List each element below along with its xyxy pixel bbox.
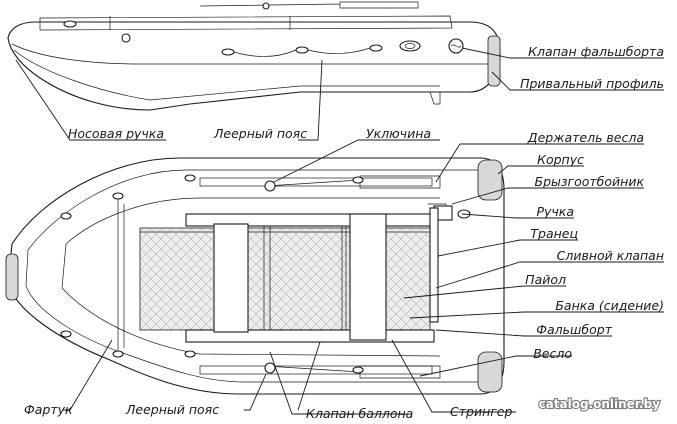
leader-lines: [15, 47, 664, 415]
transom: [429, 207, 439, 323]
bench-right: [349, 213, 387, 341]
label-fender-profile: Привальный профиль: [520, 76, 664, 91]
label-tube-valve: Клапан баллона: [306, 406, 413, 421]
top-view: [5, 157, 505, 395]
label-floor: Пайол: [525, 272, 566, 287]
label-oarlock: Уключина: [366, 126, 431, 141]
bench-left: [213, 223, 249, 333]
watermark: catalog.onliner.by: [539, 397, 661, 411]
label-gunwale: Фальшборт: [536, 322, 613, 337]
label-oar-holder: Держатель весла: [527, 130, 644, 145]
label-handle: Ручка: [536, 204, 574, 219]
stern-cones: [477, 159, 503, 393]
label-gunwale-valve: Клапан фальшборта: [528, 44, 664, 59]
label-spray-deflector: Брызгоотбойник: [535, 174, 645, 189]
label-rope-belt-bottom: Леерный пояс: [125, 402, 219, 417]
label-transom: Транец: [530, 226, 578, 241]
label-bench: Банка (сидение): [555, 298, 664, 313]
side-view: [7, 1, 501, 111]
oars: [265, 175, 441, 379]
label-apron: Фартук: [24, 402, 73, 417]
oarlocks: [264, 180, 276, 374]
side-gunwale-valve: [399, 40, 421, 52]
side-hull: [7, 21, 501, 111]
callout-labels: Клапан фальшборта Привальный профиль Нос…: [24, 44, 664, 421]
label-stringer: Стрингер: [450, 404, 512, 419]
label-bow-handle: Носовая ручка: [68, 126, 164, 141]
side-rope-belt: [221, 44, 383, 57]
side-stern-cone: [487, 35, 501, 87]
label-rope-belt-top: Леерный пояс: [213, 126, 307, 141]
label-drain-valve: Сливной клапан: [557, 248, 664, 263]
label-hull: Корпус: [537, 152, 584, 167]
label-oar: Весло: [533, 346, 572, 361]
